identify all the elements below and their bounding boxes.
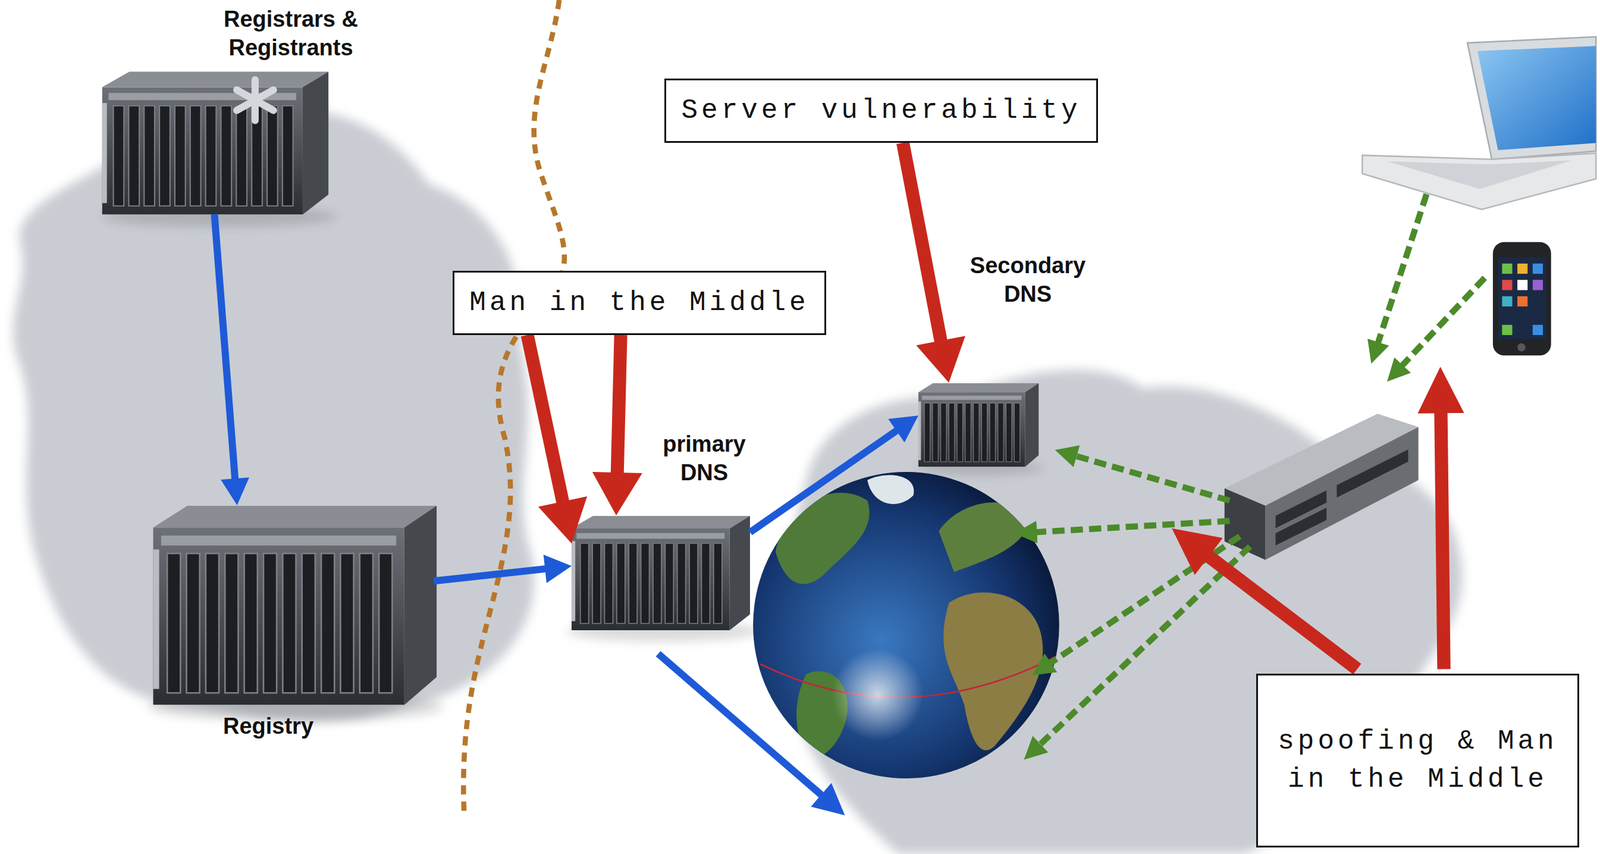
data-flow-arrow	[750, 415, 919, 532]
arrow-shaft	[617, 334, 621, 475]
art-part	[1440, 408, 1444, 670]
server-node: Registry	[152, 504, 434, 705]
arrow-head	[538, 496, 588, 544]
arrow-head	[915, 335, 965, 383]
callout-box: Server vulnerability	[664, 78, 1098, 143]
arrow-shaft	[750, 429, 898, 532]
art-part	[1265, 426, 1418, 560]
art-part	[1517, 263, 1528, 274]
art-part	[236, 79, 274, 121]
callout-text: spoofing & Man in the Middle	[1271, 722, 1565, 799]
server-node: Registrars & Registrants	[102, 71, 327, 215]
art-part	[1532, 263, 1543, 274]
art-part	[1275, 507, 1327, 546]
art-part	[1501, 296, 1512, 307]
server-node: primary DNS	[571, 515, 751, 628]
art-part	[1205, 553, 1358, 669]
art-part	[1517, 343, 1526, 352]
art-part	[1532, 324, 1543, 335]
arrow-shaft	[902, 142, 941, 343]
server-node: Secondary DNS	[918, 382, 1036, 465]
arrow-head	[220, 477, 250, 505]
threat-arrow	[527, 334, 588, 544]
query-arrows	[1034, 193, 1486, 746]
threat-arrow	[592, 334, 643, 516]
attack-arrows	[1205, 408, 1444, 670]
art-part	[1517, 279, 1528, 290]
art-part	[1498, 257, 1547, 340]
threat-arrow	[902, 142, 966, 383]
arrow-head	[888, 415, 919, 442]
art-part	[867, 474, 914, 504]
art-part	[1387, 160, 1572, 189]
globe	[753, 471, 1062, 778]
art-part	[760, 474, 1062, 759]
art-part	[831, 648, 924, 740]
art-part	[1074, 455, 1231, 501]
data-flow-arrow	[214, 214, 250, 505]
registrar-server	[102, 71, 329, 215]
art-part	[1501, 263, 1512, 274]
arrow-shaft	[527, 334, 564, 504]
art-part	[1517, 296, 1528, 307]
registry-server	[152, 505, 437, 705]
server-label: primary DNS	[644, 429, 764, 487]
arrow-shaft	[214, 214, 236, 480]
art-part	[1401, 277, 1486, 367]
art-part	[1467, 36, 1596, 160]
art-part	[102, 71, 329, 215]
art-part	[938, 502, 1031, 572]
phone	[1492, 242, 1552, 356]
server-label: Secondary DNS	[959, 251, 1097, 309]
art-part	[236, 89, 274, 111]
art-part	[1501, 324, 1512, 335]
art-part	[1477, 45, 1596, 150]
art-part	[943, 592, 1043, 751]
zone-transfer-arrow	[658, 653, 824, 797]
art-part	[1532, 279, 1543, 290]
art-part	[753, 471, 1060, 778]
callout-box: Man in the Middle	[452, 270, 827, 335]
artwork	[13, 0, 1596, 854]
resolver-server	[1224, 413, 1419, 560]
laptop	[1362, 36, 1596, 210]
arrow-shaft	[433, 568, 547, 582]
art-part	[1336, 449, 1408, 498]
art-part	[1038, 546, 1250, 746]
art-part	[1034, 520, 1231, 532]
callout-text: Man in the Middle	[469, 283, 809, 322]
data-flow-arrow	[433, 554, 572, 583]
callout-text: Server vulnerability	[681, 91, 1081, 130]
secondary-server	[918, 383, 1039, 467]
primary-server	[571, 515, 751, 630]
art-part	[1377, 193, 1427, 344]
arrow-head	[592, 471, 643, 516]
art-part	[1362, 152, 1596, 209]
network-region	[13, 108, 1463, 854]
arrow-head	[543, 554, 572, 583]
callout-box: spoofing & Man in the Middle	[1256, 673, 1580, 847]
boundary-line	[463, 0, 565, 817]
art-part	[1492, 242, 1552, 356]
server-label: Registrars & Registrants	[204, 4, 378, 62]
art-part	[1501, 279, 1512, 290]
art-part	[236, 89, 274, 111]
server-label: Registry	[202, 711, 334, 740]
